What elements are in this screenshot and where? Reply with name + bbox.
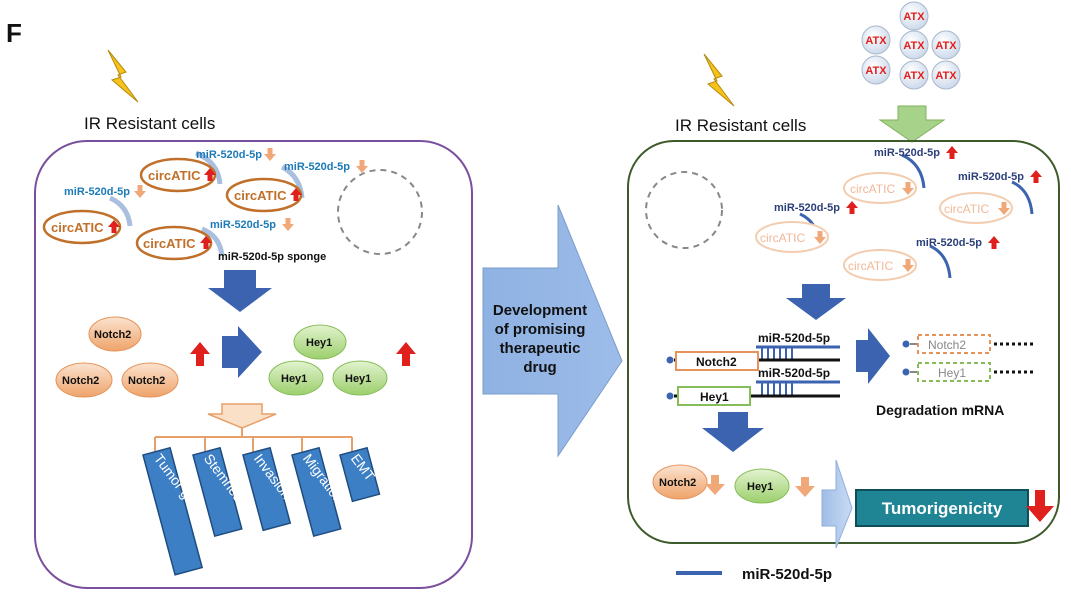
notch2-up-arrow-icon <box>190 342 210 366</box>
notch2-degraded-label: Notch2 <box>928 338 966 352</box>
left-cell-boundary <box>34 140 473 589</box>
degradation-label: Degradation mRNA <box>876 402 1004 418</box>
radiation-bolt-icon <box>107 49 139 103</box>
right-down-arrow-icon <box>786 284 846 320</box>
atx-label: ATX <box>903 70 925 82</box>
development-arrow <box>482 204 623 458</box>
tumor-down-arrow-icon <box>1026 490 1054 522</box>
mirna-label: miR-520d-5p <box>874 147 940 159</box>
atx-label: ATX <box>935 40 957 52</box>
tumor-arrow-icon <box>821 459 853 549</box>
hey1-up-arrow-icon <box>396 342 416 366</box>
down-arrow-icon <box>795 477 815 497</box>
down-arrow-icon <box>356 160 368 173</box>
right-pointing-arrow-icon <box>222 326 262 378</box>
mirna-label: miR-520d-5p <box>196 149 262 161</box>
circatic-faded-label: circATIC <box>760 231 805 245</box>
atx-label: ATX <box>935 70 957 82</box>
circatic-label: circATIC <box>143 236 196 251</box>
center-line-1: Development <box>493 302 587 319</box>
hey1-protein <box>734 468 790 504</box>
up-arrow-icon <box>846 201 858 214</box>
right-cell-boundary <box>627 140 1060 544</box>
center-line-3: therapeutic <box>500 340 581 357</box>
outcome-arrow-icon <box>207 403 277 429</box>
outcome-box: EMT <box>339 446 381 503</box>
notch2-label: Notch2 <box>62 375 99 387</box>
right-circatic-complex: circATIC circATIC circATIC circATIC miR-… <box>755 146 1042 281</box>
protein-down-arrow-icon <box>702 412 764 452</box>
up-arrow-icon <box>988 236 1000 249</box>
left-notch2-cluster: Notch2 Notch2 Notch2 <box>55 316 179 398</box>
tumorigenicity-label: Tumorigenicity <box>882 499 1003 518</box>
hey1-label: Hey1 <box>747 481 773 493</box>
down-arrow-icon <box>134 185 146 198</box>
atx-label: ATX <box>865 35 887 47</box>
mirna-label: miR-520d-5p <box>64 186 130 198</box>
notch2-label: Notch2 <box>94 329 131 341</box>
legend-label: miR-520d-5p <box>742 566 832 583</box>
circatic-label: circATIC <box>234 188 287 203</box>
mirna-label: miR-520d-5p <box>210 219 276 231</box>
radiation-bolt-icon <box>703 53 735 107</box>
outcome-boxes: Tumor growth Stemness Invasion Migration… <box>142 446 381 576</box>
left-nucleus <box>337 169 423 255</box>
notch2-protein <box>652 464 708 500</box>
sponge-label: miR-520d-5p sponge <box>218 251 326 263</box>
center-line-4: drug <box>523 359 556 376</box>
mirna-label: miR-520d-5p <box>916 237 982 249</box>
mirna-label: miR-520d-5p <box>758 331 830 345</box>
right-title: IR Resistant cells <box>675 116 806 135</box>
notch2-label: Notch2 <box>659 477 696 489</box>
circatic-faded-label: circATIC <box>850 182 895 196</box>
drug-entry-arrow-icon <box>878 105 946 143</box>
notch2-label: Notch2 <box>128 375 165 387</box>
up-arrow-icon <box>1030 170 1042 183</box>
atx-label: ATX <box>903 11 925 23</box>
mirna-label: miR-520d-5p <box>284 161 350 173</box>
center-line-2: of promising <box>495 321 586 338</box>
tumorigenicity-box <box>855 489 1029 527</box>
mrna-binding: miR-520d-5p Notch2 miR-520d-5p Hey1 <box>666 331 840 406</box>
hey1-label: Hey1 <box>345 373 371 385</box>
atx-label: ATX <box>903 40 925 52</box>
degraded-mrna: Notch2 Hey1 <box>902 334 1034 382</box>
up-arrow-icon <box>946 146 958 159</box>
mirna-label: miR-520d-5p <box>958 171 1024 183</box>
circatic-faded-label: circATIC <box>944 202 989 216</box>
right-nucleus <box>645 171 723 249</box>
degradation-arrow-icon <box>856 328 890 384</box>
mirna-label: miR-520d-5p <box>758 366 830 380</box>
circatic-label: circATIC <box>148 168 201 183</box>
left-circatic-complex: circATIC circATIC circATIC circATIC miR-… <box>42 148 368 261</box>
atx-molecules: ATX ATX ATX ATX ATX ATX ATX <box>861 1 961 90</box>
left-hey1-cluster: Hey1 Hey1 Hey1 <box>268 324 388 396</box>
atx-label: ATX <box>865 65 887 77</box>
hey1-degraded-label: Hey1 <box>938 366 966 380</box>
left-down-arrow-icon <box>208 270 272 312</box>
down-arrow-icon <box>264 148 276 161</box>
hey1-label: Hey1 <box>700 390 729 404</box>
hey1-label: Hey1 <box>281 373 307 385</box>
down-arrow-icon <box>282 218 294 231</box>
left-title: IR Resistant cells <box>84 114 215 133</box>
panel-letter: F <box>6 18 22 48</box>
down-arrow-icon <box>705 475 725 495</box>
circatic-faded-label: circATIC <box>848 259 893 273</box>
mirna-label: miR-520d-5p <box>774 202 840 214</box>
circatic-label: circATIC <box>51 220 104 235</box>
outcome-branches <box>154 428 353 452</box>
hey1-label: Hey1 <box>306 337 332 349</box>
notch2-label: Notch2 <box>696 355 737 369</box>
